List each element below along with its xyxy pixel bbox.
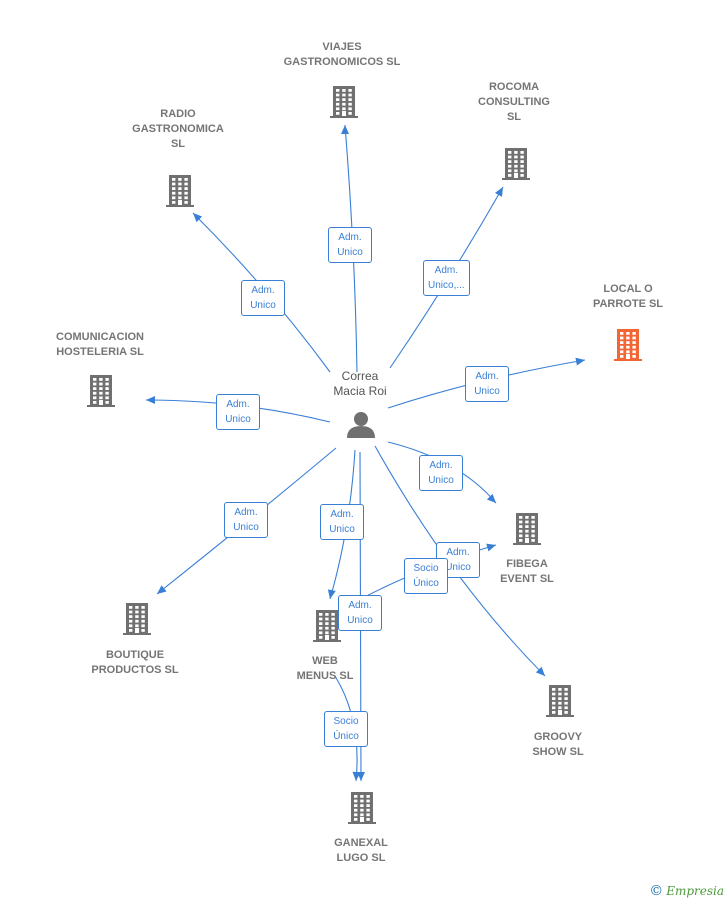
building-icon [330, 86, 358, 118]
building-icon [502, 148, 530, 180]
role-label: Adm. Unico [241, 280, 285, 316]
arrowhead-icon [575, 357, 585, 366]
role-label: Adm. Unico,... [423, 260, 470, 296]
arrowhead-icon [535, 666, 545, 676]
role-label: Adm. Unico [320, 504, 364, 540]
role-label: Socio Único [324, 711, 368, 747]
company-label-local[interactable]: LOCAL O PARROTE SL [592, 283, 664, 310]
arrowhead-icon [193, 213, 203, 223]
role-label: Adm. Unico [419, 455, 463, 491]
building-icon [348, 792, 376, 824]
company-label-comunicacion[interactable]: COMUNICACION HOSTELERIA SL [56, 331, 144, 358]
company-label-ganexal[interactable]: GANEXAL LUGO SL [334, 837, 388, 864]
person-icon [347, 412, 375, 438]
building-icon [123, 603, 151, 635]
company-label-fibega[interactable]: FIBEGA EVENT SL [500, 558, 554, 585]
building-icon [546, 685, 574, 717]
arrowhead-icon [486, 493, 496, 503]
arrowhead-icon [146, 396, 155, 404]
company-label-radio[interactable]: RADIO GASTRONOMICA SL [132, 108, 224, 150]
footer-brand: ©Empresia [649, 883, 724, 899]
arrowhead-icon [327, 589, 336, 599]
company-label-groovy[interactable]: GROOVY SHOW SL [532, 731, 584, 758]
role-label: Adm. Unico [216, 394, 260, 430]
building-icon [614, 329, 642, 361]
role-label: Socio Único [404, 558, 448, 594]
person-name[interactable]: Correa Macia Roi [333, 369, 387, 398]
role-label: Adm. Unico [224, 502, 268, 538]
arrowhead-icon [157, 585, 167, 594]
company-label-rocoma[interactable]: ROCOMA CONSULTING SL [478, 81, 550, 123]
role-label: Adm. Unico [338, 595, 382, 631]
arrowhead-icon [486, 543, 496, 552]
company-label-viajes[interactable]: VIAJES GASTRONOMICOS SL [283, 41, 401, 68]
arrowhead-icon [495, 187, 503, 197]
company-label-boutique[interactable]: BOUTIQUE PRODUCTOS SL [91, 649, 179, 676]
brand-name: Empresia [666, 884, 724, 898]
building-icon [87, 375, 115, 407]
building-icon [313, 610, 341, 642]
role-label: Adm. Unico [328, 227, 372, 263]
role-label: Adm. Unico [465, 366, 509, 402]
arrowhead-icon [352, 771, 361, 781]
company-label-web[interactable]: WEB MENUS SL [296, 655, 354, 682]
arrowhead-icon [341, 125, 349, 134]
building-icon [513, 513, 541, 545]
building-icon [166, 175, 194, 207]
copyright-icon: © [649, 883, 664, 899]
